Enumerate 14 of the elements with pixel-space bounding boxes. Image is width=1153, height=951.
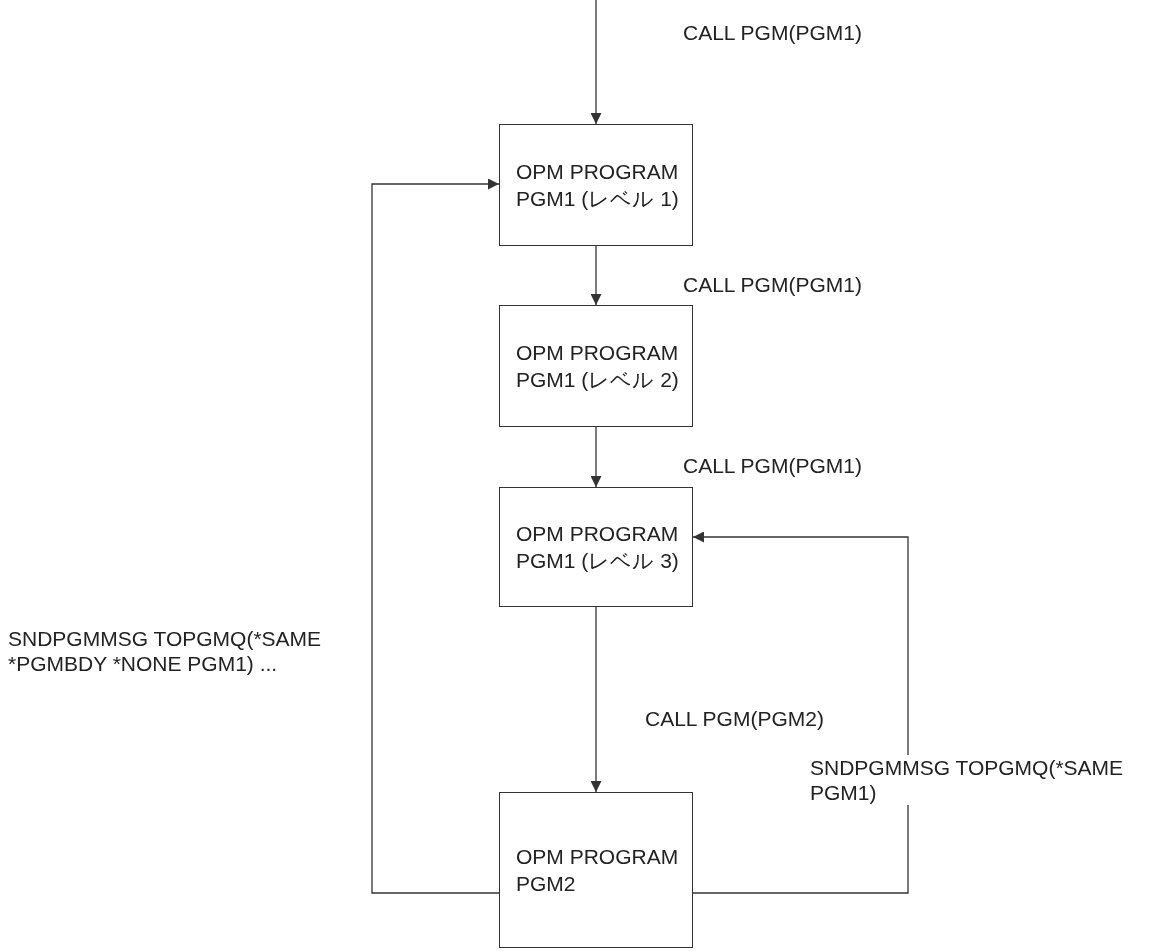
arrow (590, 245, 602, 306)
process-box (499, 792, 693, 948)
process-box (499, 305, 693, 427)
arrow (590, 606, 602, 793)
box-text: OPM PROGRAM PGM1 (レベル 1) (516, 158, 680, 212)
arrow (692, 531, 909, 894)
box-text: OPM PROGRAM PGM2 (516, 843, 680, 897)
arrow (590, 426, 602, 488)
arrow (590, 0, 602, 125)
arrow (371, 178, 500, 894)
box-text: OPM PROGRAM PGM1 (レベル 2) (516, 339, 680, 393)
process-box (499, 487, 693, 607)
box-text: OPM PROGRAM PGM1 (レベル 3) (516, 520, 680, 574)
process-box (499, 124, 693, 246)
